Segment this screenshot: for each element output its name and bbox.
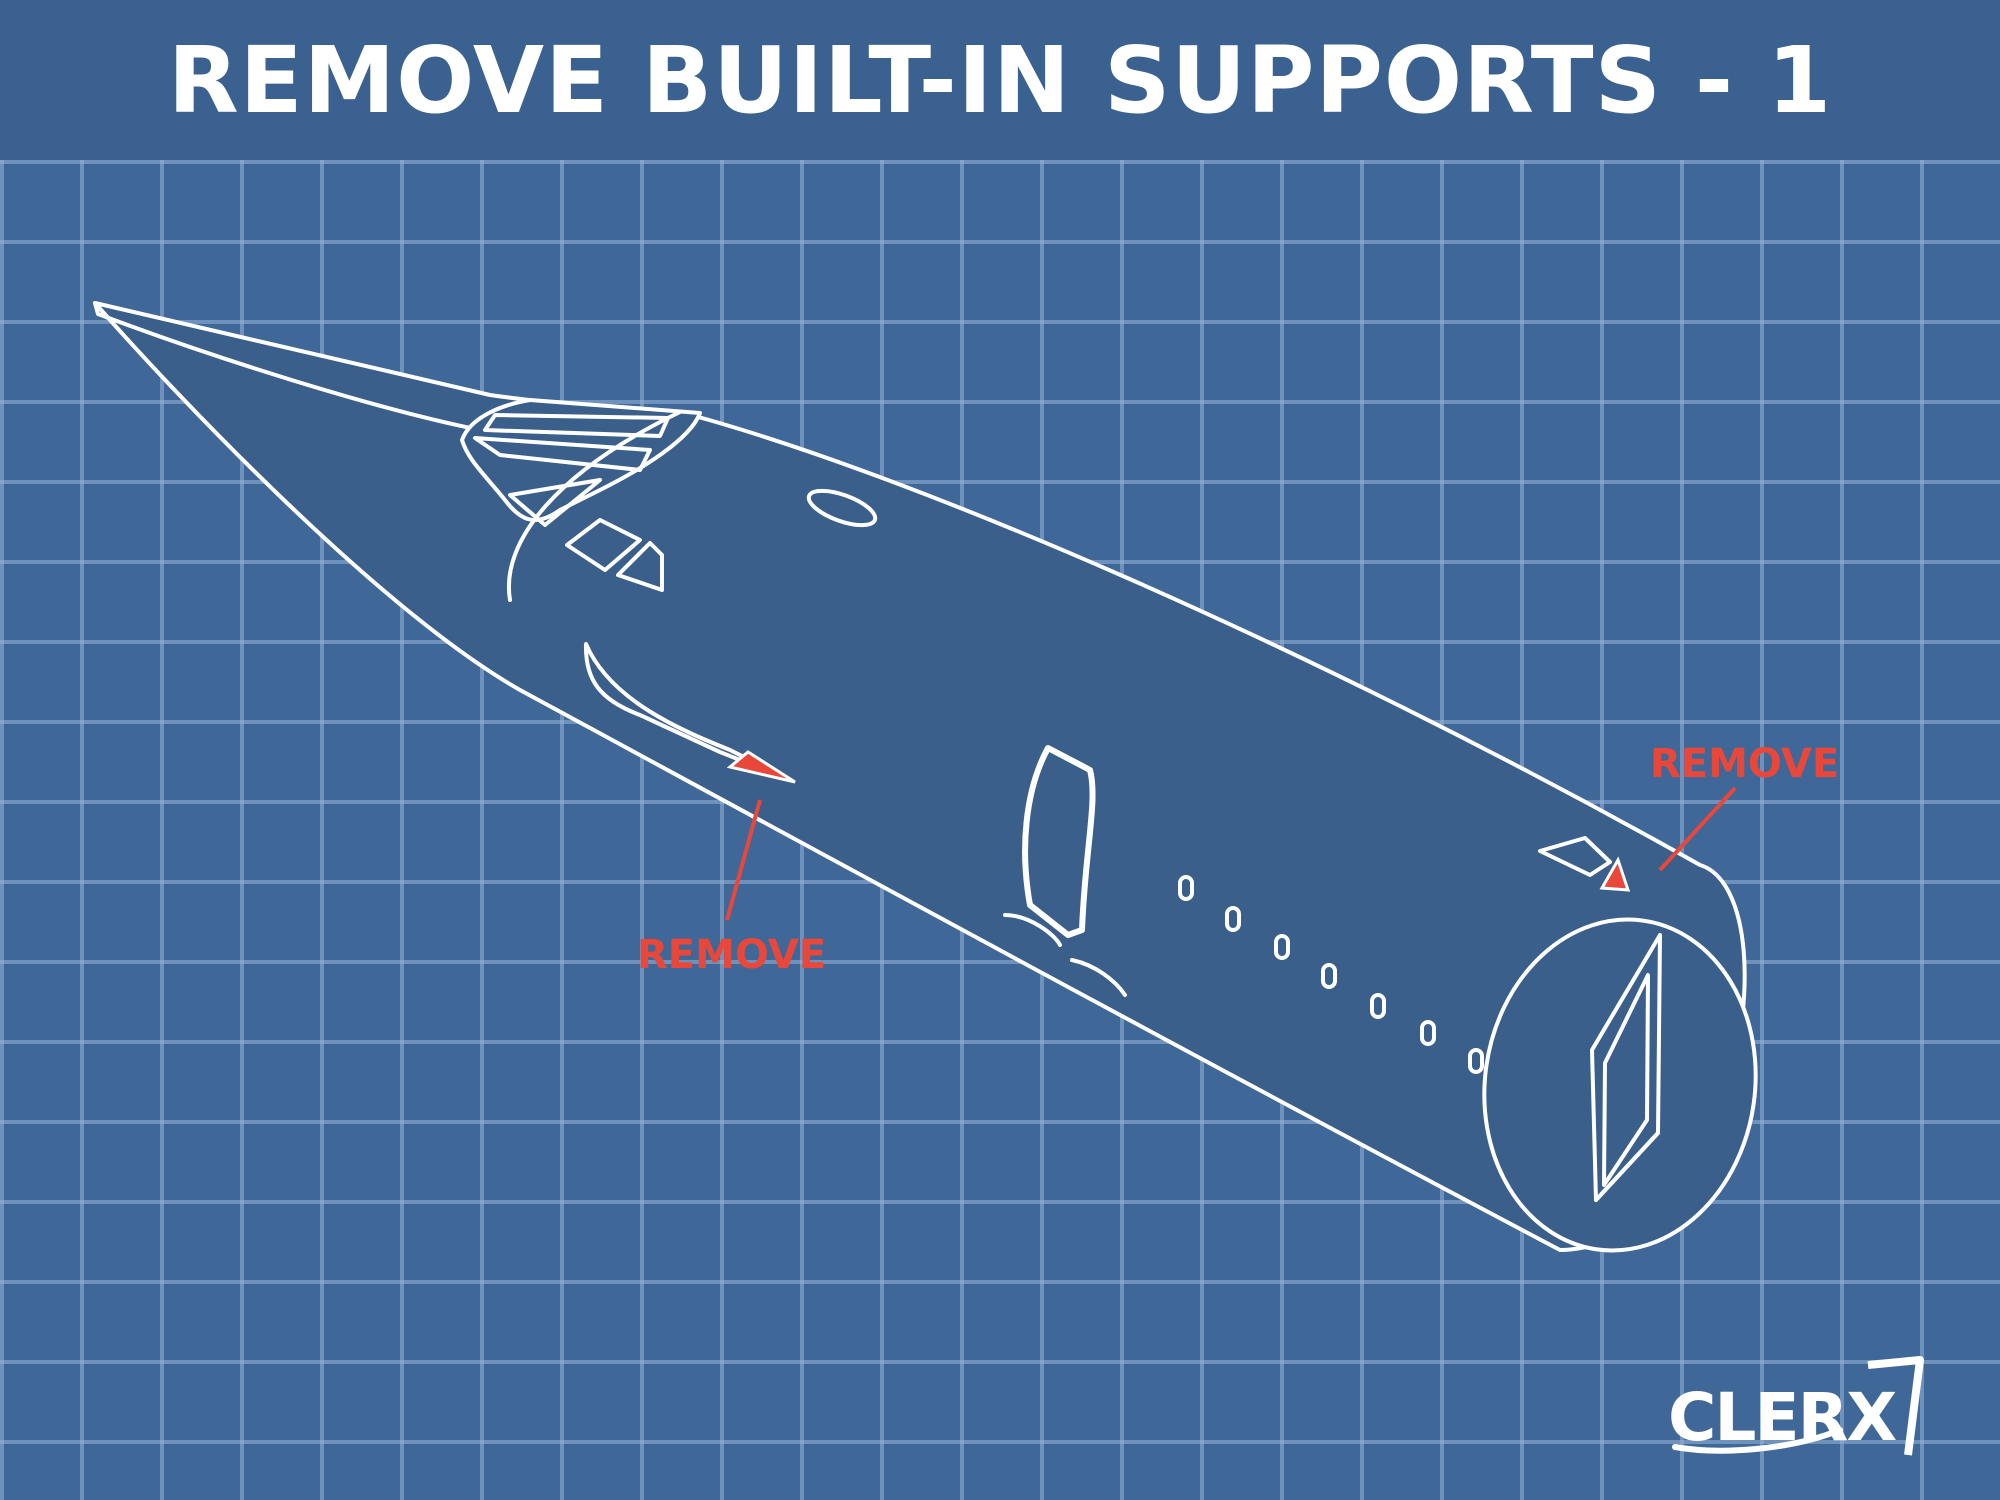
title-bar: REMOVE BUILT-IN SUPPORTS - 1 [0, 0, 2000, 160]
canopy-window-3 [508, 478, 602, 527]
nose-upper-edge [93, 301, 482, 432]
porthole [1420, 1020, 1436, 1046]
end-cap-opening-inner [1602, 973, 1650, 1187]
porthole [1178, 875, 1194, 901]
porthole [1321, 963, 1337, 989]
end-cap-opening-ledge [1594, 1131, 1660, 1202]
annotation-remove-lower: REMOVE [637, 932, 826, 978]
support-to-remove-lower [726, 750, 796, 784]
porthole [1468, 1048, 1484, 1074]
porthole [1370, 993, 1386, 1019]
logo-swoosh [1672, 1427, 1843, 1454]
lower-rail [583, 642, 792, 782]
leader-line-rear [1658, 786, 1737, 872]
end-cap [1482, 917, 1758, 1253]
canopy-window-1 [473, 436, 652, 472]
bottom-blister-2 [1070, 958, 1127, 997]
side-window-1 [565, 518, 642, 572]
rear-upper-support [1538, 836, 1612, 877]
clerx-logo: CLERX [1668, 1356, 1924, 1456]
side-door [1022, 745, 1096, 938]
porthole [1274, 934, 1290, 960]
side-window-2 [616, 541, 664, 592]
top-hatch [806, 488, 878, 528]
porthole-row [1178, 875, 1484, 1074]
porthole [1225, 906, 1241, 932]
leader-line-lower [725, 799, 762, 921]
logo-slash [1867, 1356, 1924, 1456]
annotation-remove-rear: REMOVE [1650, 741, 1839, 787]
bottom-blister-1 [1003, 913, 1062, 947]
forward-body-ring [506, 410, 682, 602]
page-title: REMOVE BUILT-IN SUPPORTS - 1 [167, 26, 1833, 134]
support-to-remove-rear [1599, 856, 1631, 892]
